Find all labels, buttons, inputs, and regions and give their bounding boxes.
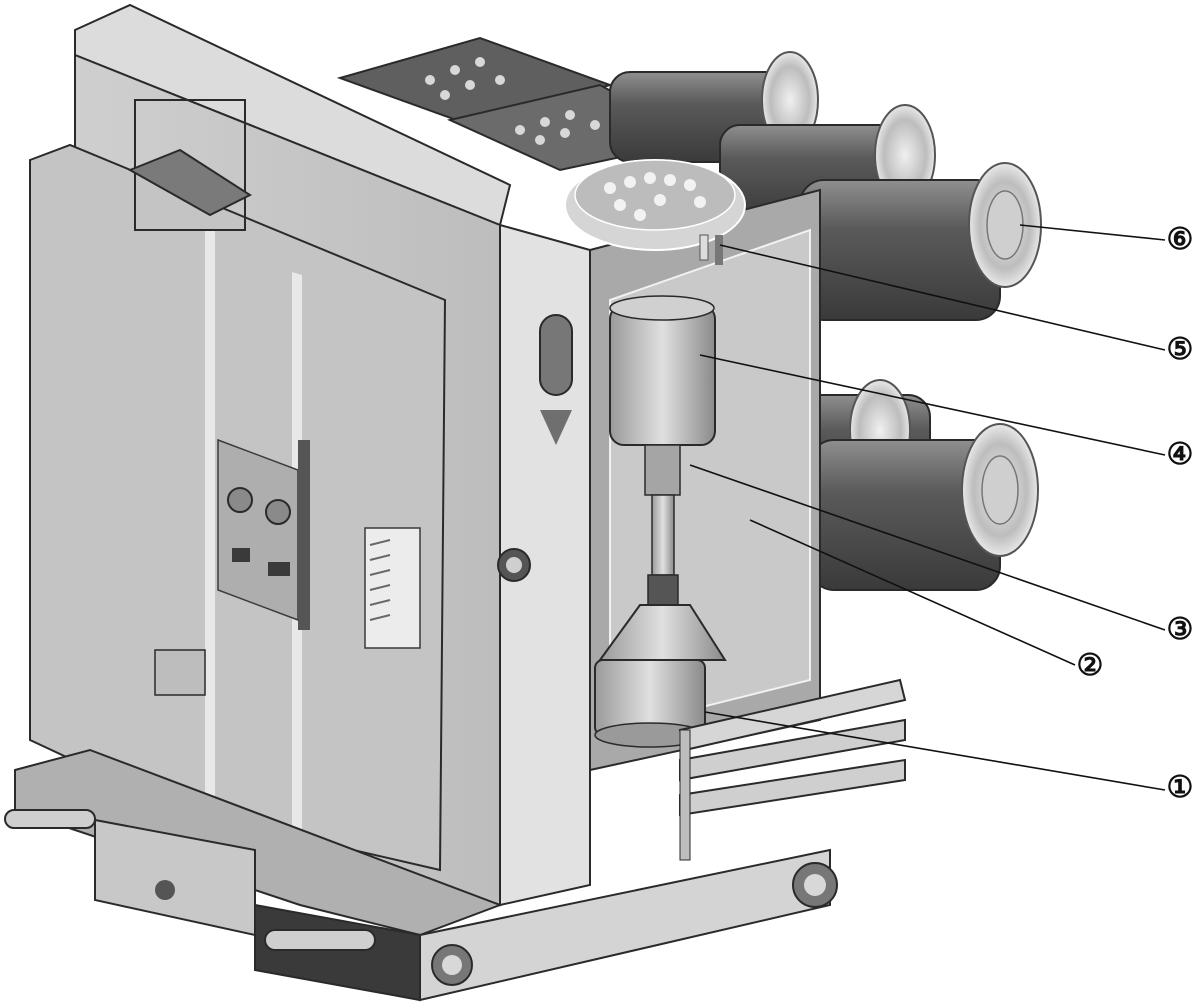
callout-1: ① xyxy=(1166,770,1194,805)
callout-5: ⑤ xyxy=(1166,332,1194,367)
callout-3: ③ xyxy=(1166,612,1194,647)
upper-contact-head xyxy=(564,159,746,265)
callout-4: ④ xyxy=(1166,437,1194,472)
lower-insulator xyxy=(594,494,727,748)
leader-line-6 xyxy=(1019,224,1166,241)
leader-line-2 xyxy=(749,519,1076,666)
leader-line-3 xyxy=(689,464,1166,631)
leader-line-5 xyxy=(719,244,1166,351)
callout-2: ② xyxy=(1076,648,1104,683)
chassis-base xyxy=(4,748,838,1002)
vacuum-interrupter xyxy=(609,295,716,496)
guide-rails xyxy=(678,678,907,861)
bushing-lower-2 xyxy=(809,423,1039,591)
leader-line-1 xyxy=(704,711,1166,791)
callout-6: ⑥ xyxy=(1166,222,1194,257)
leader-line-4 xyxy=(699,354,1166,456)
breaker-housing xyxy=(29,3,512,907)
bushing-upper-3 xyxy=(799,162,1042,321)
leader-lines xyxy=(689,224,1166,791)
